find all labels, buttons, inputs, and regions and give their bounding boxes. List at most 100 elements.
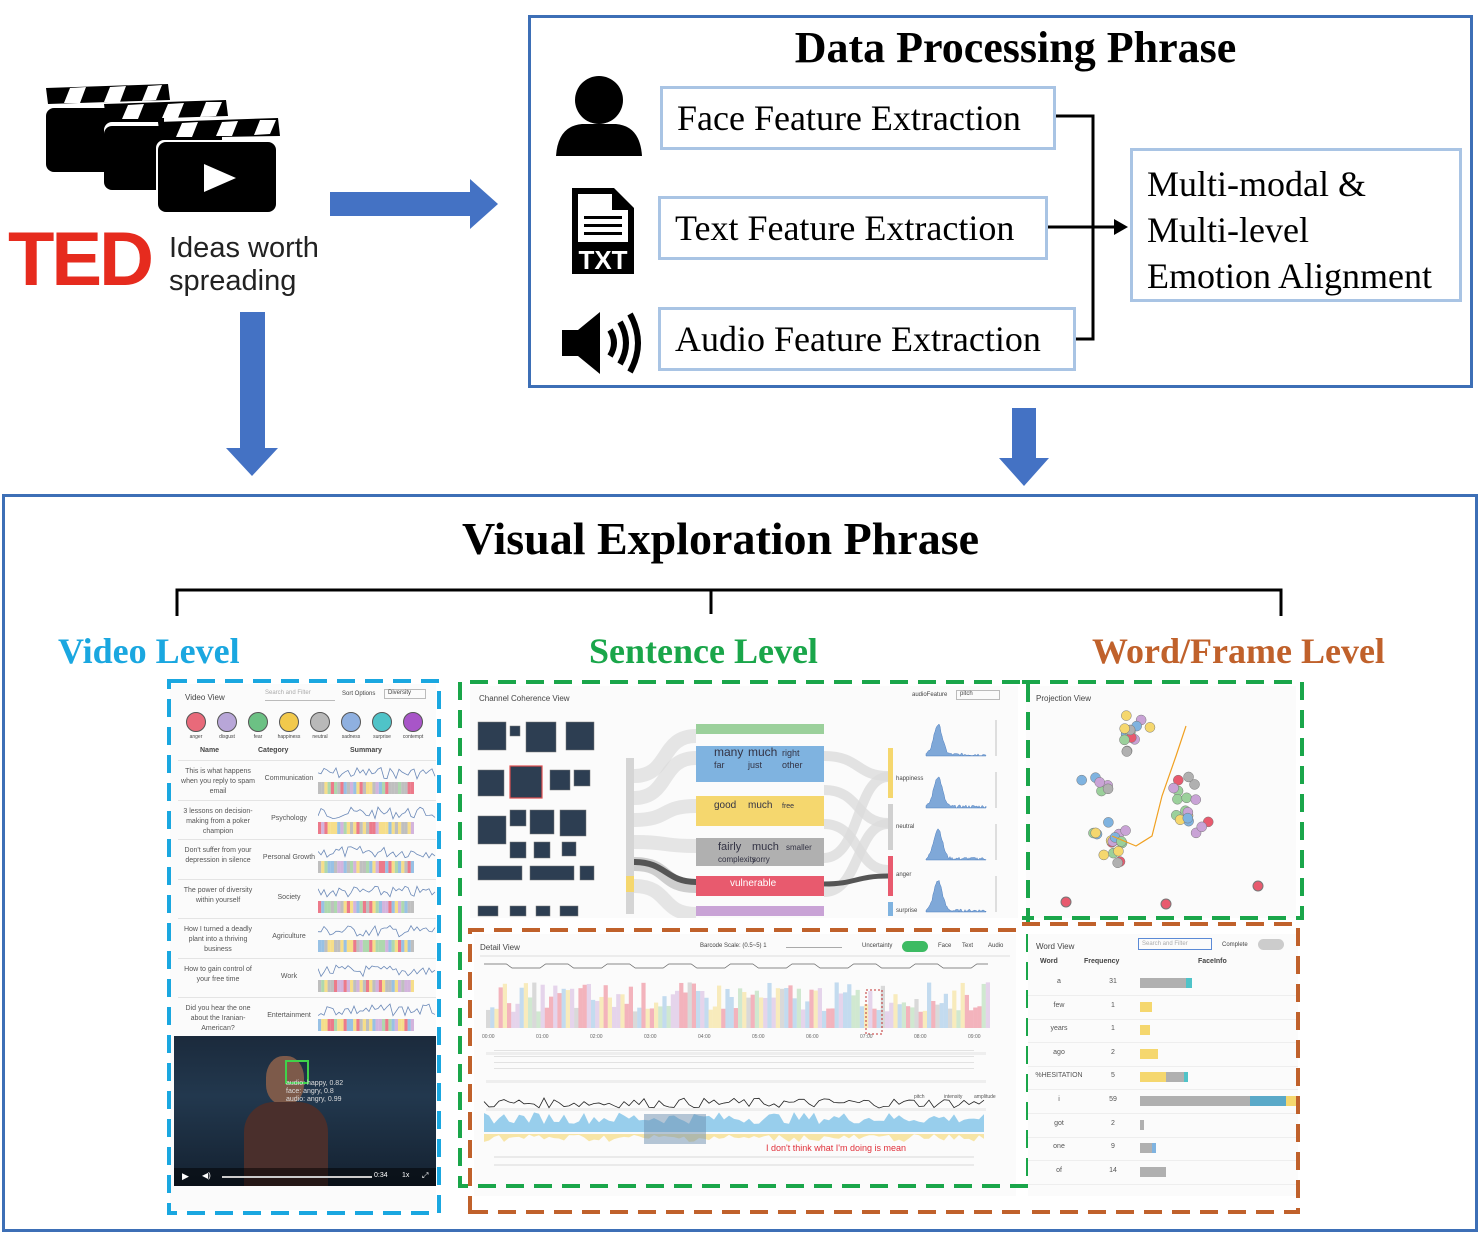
word-cell: of bbox=[1056, 1166, 1062, 1174]
detail-legend-intensity: intensity bbox=[944, 1094, 963, 1100]
video-level-dashed-frame bbox=[167, 679, 441, 1215]
channel-text[interactable]: Text bbox=[962, 943, 974, 949]
video-table-row[interactable]: 3 lessons on decision-making from a poke… bbox=[178, 799, 436, 839]
video-name: Did you hear the one about the Iranian-A… bbox=[185, 1005, 251, 1032]
projection-point bbox=[1144, 722, 1156, 733]
arrow-down-right bbox=[999, 408, 1049, 486]
play-icon[interactable]: ▶ bbox=[182, 1171, 189, 1181]
faceinfo-bar bbox=[1140, 1143, 1152, 1154]
text-feature-extraction-box: Text Feature Extraction bbox=[658, 196, 1048, 260]
detail-legend-pitch: pitch bbox=[914, 1094, 925, 1100]
emotion-fear-icon[interactable] bbox=[248, 712, 268, 732]
video-summary-sparkline bbox=[318, 1003, 436, 1031]
video-category: Personal Growth bbox=[262, 854, 316, 861]
channel-face[interactable]: Face bbox=[938, 943, 952, 949]
highlight-sentence: I don't think what I'm doing is mean bbox=[766, 1143, 907, 1153]
projection-point bbox=[1094, 777, 1105, 788]
video-view-title: Video View bbox=[185, 693, 225, 702]
word-cell: few bbox=[1053, 1001, 1065, 1009]
cloud-word: much bbox=[748, 745, 777, 759]
uncertainty-toggle[interactable] bbox=[902, 941, 928, 952]
projection-point bbox=[1102, 783, 1114, 795]
col-summary: Summary bbox=[350, 747, 382, 754]
video-table-row[interactable]: Don't suffer from your depression in sil… bbox=[178, 839, 436, 878]
video-summary-sparkline bbox=[318, 884, 436, 913]
video-table-row[interactable]: How to gain control of your free time Wor… bbox=[178, 957, 436, 997]
arrow-right bbox=[330, 179, 498, 229]
video-table-row[interactable]: This is what happens when you reply to s… bbox=[178, 760, 436, 799]
level-bracket bbox=[175, 588, 1283, 616]
face-thumbnail bbox=[529, 809, 555, 835]
barcode-scale-slider[interactable] bbox=[786, 947, 842, 948]
word-level-dashed-frames bbox=[1022, 680, 1304, 1214]
projection-point bbox=[1182, 812, 1194, 824]
emotion-anger: anger bbox=[896, 872, 912, 878]
col-category: Category bbox=[258, 747, 289, 754]
face-thumbnail bbox=[509, 725, 521, 737]
complete-label: Complete bbox=[1222, 942, 1248, 948]
face-thumbnail bbox=[559, 809, 587, 837]
video-table-row[interactable]: How I turned a deadly plant into a thriv… bbox=[178, 918, 436, 957]
audio-feature-select[interactable]: pitch bbox=[956, 690, 1000, 700]
sentence-level-label: Sentence Level bbox=[589, 631, 818, 671]
seek-bar[interactable] bbox=[222, 1176, 372, 1178]
face-thumbnail bbox=[477, 721, 507, 751]
faceinfo-bar bbox=[1250, 1096, 1286, 1106]
faceinfo-bar bbox=[1140, 1166, 1166, 1177]
emotion-contempt-icon[interactable] bbox=[403, 712, 423, 732]
sort-options-label: Sort Options bbox=[342, 691, 376, 697]
face-thumbnail bbox=[477, 865, 523, 881]
video-table-row[interactable]: Did you hear the one about the Iranian-A… bbox=[178, 997, 436, 1036]
frequency-cell: 2 bbox=[1111, 1119, 1115, 1127]
emotion-sadness-icon[interactable] bbox=[341, 712, 361, 732]
volume-icon[interactable]: ◀) bbox=[202, 1171, 211, 1180]
txt-file-icon: TXT bbox=[572, 188, 634, 275]
cloud-word: much bbox=[752, 841, 779, 853]
video-name: How to gain control of your free time bbox=[184, 965, 252, 983]
emotion-anger-icon[interactable] bbox=[186, 712, 206, 732]
video-category: Work bbox=[280, 972, 298, 980]
emotion-label-anger: anger bbox=[189, 734, 203, 740]
faceinfo-bar bbox=[1184, 1072, 1188, 1083]
emotion-surprise-icon[interactable] bbox=[372, 712, 392, 732]
video-player[interactable]: audio: happy, 0.82 face: angry, 0.8 audi… bbox=[174, 1036, 436, 1186]
word-search-input[interactable]: Search and Filter bbox=[1138, 938, 1212, 950]
faceinfo-bar bbox=[1140, 1096, 1250, 1106]
word-view-title: Word View bbox=[1036, 942, 1075, 951]
channel-audio[interactable]: Audio bbox=[988, 943, 1004, 949]
complete-toggle[interactable] bbox=[1258, 939, 1284, 950]
arrow-down-left bbox=[226, 312, 278, 476]
playback-rate[interactable]: 1x bbox=[402, 1172, 410, 1179]
faceinfo-bar bbox=[1186, 978, 1192, 988]
sort-select[interactable]: Diversity bbox=[384, 689, 426, 699]
col-word: Word bbox=[1040, 958, 1058, 965]
fullscreen-icon[interactable]: ⤢ bbox=[422, 1171, 429, 1180]
face-thumbnail bbox=[509, 841, 527, 859]
emotion-happiness-icon[interactable] bbox=[279, 712, 299, 732]
face-thumbnail bbox=[559, 905, 579, 917]
emotion-label-surprise: surprise bbox=[373, 734, 391, 740]
projection-view-title: Projection View bbox=[1036, 694, 1091, 703]
face-thumbnail bbox=[509, 765, 543, 799]
video-category: Society bbox=[277, 893, 301, 901]
projection-point bbox=[1190, 794, 1202, 805]
face-thumbnail bbox=[561, 841, 577, 857]
word-cell: i bbox=[1058, 1096, 1060, 1103]
video-category: Agriculture bbox=[272, 933, 306, 940]
video-search-input[interactable]: Search and Filter bbox=[265, 690, 335, 701]
face-thumbnail bbox=[477, 905, 499, 917]
emotion-disgust-icon[interactable] bbox=[217, 712, 237, 732]
emotion-neutral-icon[interactable] bbox=[310, 712, 330, 732]
col-faceinfo: FaceInfo bbox=[1198, 958, 1227, 965]
face-thumbnail bbox=[565, 721, 595, 751]
